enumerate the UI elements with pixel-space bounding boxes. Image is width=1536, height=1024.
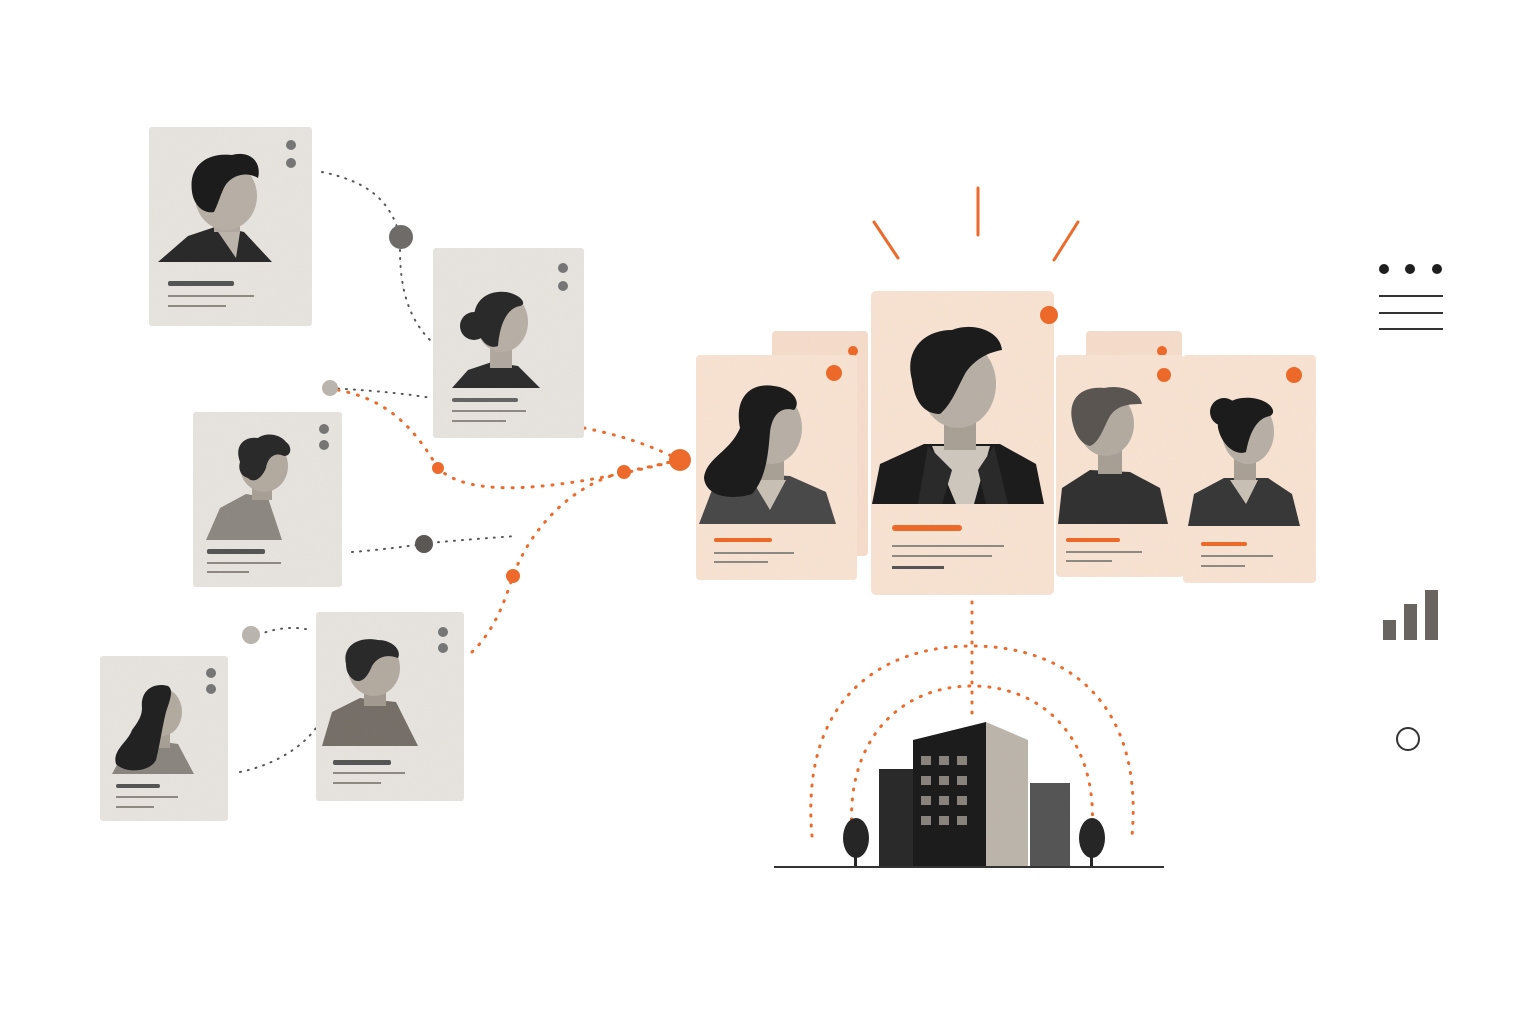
card-text-line: [333, 782, 381, 784]
connector-orange-3: [470, 458, 682, 654]
node-orange-hub: [669, 449, 691, 471]
connector-gray-4: [351, 543, 425, 553]
card-text-line: [892, 566, 944, 569]
candidate-card-5: [100, 656, 228, 821]
card-text-line: [207, 571, 249, 573]
bar-chart-icon[interactable]: [1383, 590, 1438, 640]
card-text-line: [168, 305, 226, 307]
node-gray-2: [415, 535, 433, 553]
card-name-line: [333, 760, 391, 765]
team-card-1: [696, 355, 857, 580]
card-menu-dot: [286, 140, 296, 150]
connector-gray-5: [429, 535, 517, 544]
portrait-man-icon: [206, 434, 291, 540]
card-text-line: [1066, 551, 1142, 553]
card-text-line: [116, 796, 178, 798]
tree-icon: [1079, 818, 1105, 867]
team-card-4: [1183, 355, 1316, 583]
node-orange-1: [432, 462, 444, 474]
candidate-card-3: [193, 412, 342, 587]
portrait-woman-icon: [452, 291, 540, 388]
card-menu-dot: [319, 440, 329, 450]
candidate-card-4: [316, 612, 464, 801]
card-name-line: [207, 549, 265, 554]
portrait-woman-icon: [699, 385, 836, 524]
portrait-man-icon: [1058, 386, 1168, 524]
connector-paths: [239, 171, 691, 773]
candidate-pool: [100, 127, 584, 821]
card-text-line: [892, 555, 992, 557]
card-status-dot: [1286, 367, 1302, 383]
connector-orange-1: [336, 388, 682, 490]
card-status-dot: [1040, 306, 1058, 324]
card-status-dot: [1157, 346, 1167, 356]
card-menu-dot: [206, 668, 216, 678]
card-status-dot: [848, 346, 858, 356]
team-card-2-highlighted: [871, 291, 1058, 595]
card-menu-dot: [206, 684, 216, 694]
selected-team: [696, 291, 1316, 595]
card-text-line: [892, 545, 1004, 547]
card-status-dot: [826, 365, 842, 381]
candidate-card-2: [433, 248, 584, 438]
signal-arc-inner: [850, 684, 1094, 832]
card-text-line: [1201, 555, 1273, 557]
card-text-line: [714, 561, 768, 563]
card-menu-dot: [438, 643, 448, 653]
tree-icon: [843, 818, 869, 867]
card-text-line: [452, 420, 506, 422]
card-text-line: [452, 410, 526, 412]
card-status-dot: [1157, 368, 1171, 382]
card-text-line: [333, 772, 405, 774]
portrait-man-icon: [322, 639, 418, 746]
node-gray-light-1: [322, 380, 338, 396]
connector-orange-2: [582, 426, 682, 462]
card-text-line: [714, 552, 794, 554]
highlight-rays: [872, 186, 1080, 262]
company-building-group: [774, 600, 1164, 868]
card-text-line: [168, 295, 254, 297]
card-text-line: [116, 806, 154, 808]
portrait-woman-icon: [112, 684, 194, 774]
card-name-line: [1066, 538, 1120, 542]
card-text-line: [207, 562, 281, 564]
connector-gray-7: [239, 727, 317, 773]
candidate-card-1: [149, 127, 312, 326]
node-gray-large: [389, 225, 413, 249]
card-menu-dot: [558, 281, 568, 291]
card-name-line: [1201, 542, 1247, 546]
circle-icon[interactable]: [1396, 727, 1420, 751]
connector-gray-1: [321, 171, 401, 238]
card-name-line: [892, 525, 962, 531]
portrait-woman-icon: [1188, 397, 1300, 526]
portrait-man-icon: [158, 153, 272, 262]
card-menu-dot: [319, 424, 329, 434]
team-card-3: [1056, 355, 1184, 577]
card-menu-dot: [558, 263, 568, 273]
node-orange-2: [617, 465, 631, 479]
card-menu-dot: [438, 627, 448, 637]
connector-gray-6: [257, 626, 311, 636]
portrait-man-icon: [872, 326, 1044, 504]
building-icon: [879, 722, 1070, 867]
card-text-line: [1066, 560, 1112, 562]
node-orange-3: [506, 569, 520, 583]
list-lines-icon[interactable]: [1379, 295, 1443, 330]
card-name-line: [116, 784, 160, 788]
connector-gray-3: [329, 387, 433, 399]
card-menu-dot: [286, 158, 296, 168]
connector-gray-2: [399, 249, 431, 341]
card-name-line: [714, 538, 772, 542]
more-dots-icon[interactable]: [1379, 264, 1442, 274]
card-name-line: [168, 281, 234, 286]
node-gray-light-2: [242, 626, 260, 644]
card-name-line: [452, 398, 518, 402]
card-text-line: [1201, 565, 1245, 567]
